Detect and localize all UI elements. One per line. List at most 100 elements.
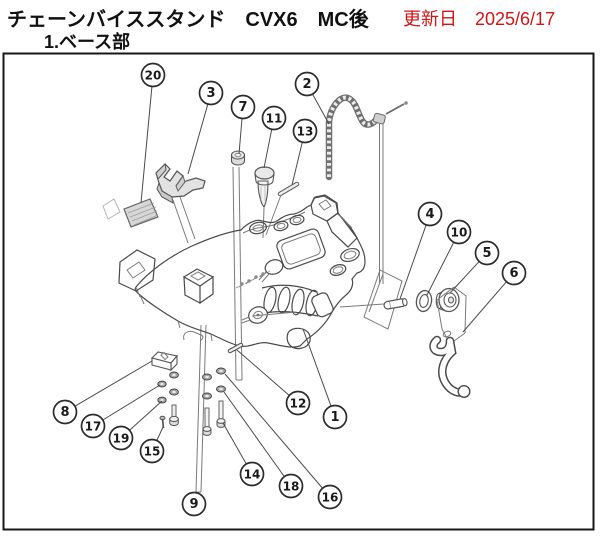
callout-number-4: 4 <box>425 207 434 222</box>
callout-circle-13 <box>292 118 318 144</box>
clevis-pin <box>383 298 408 310</box>
callout-number-14: 14 <box>244 468 261 482</box>
diagram-border <box>2 52 595 531</box>
leader-line-17 <box>102 384 161 421</box>
callout-11: 11 <box>261 105 287 169</box>
leader-line-4 <box>399 224 427 300</box>
callout-16: 16 <box>224 373 343 510</box>
callout-number-12: 12 <box>290 397 307 411</box>
callout-number-11: 11 <box>266 112 283 126</box>
callout-2: 2 <box>294 71 330 125</box>
callout-9: 9 <box>181 491 207 517</box>
callout-number-16: 16 <box>322 491 339 505</box>
band-strip <box>195 166 243 493</box>
leader-line-6 <box>462 281 507 333</box>
roll-pin <box>265 181 300 236</box>
fasteners <box>157 367 226 436</box>
leader-line-16 <box>224 373 323 489</box>
callout-number-1: 1 <box>330 410 339 425</box>
leader-line-12 <box>236 349 290 396</box>
callout-15: 15 <box>139 426 165 464</box>
callout-8: 8 <box>52 360 153 425</box>
leader-line-7 <box>238 118 243 155</box>
lead-screw <box>241 284 334 350</box>
section-title: 1.ベース部 <box>44 32 131 52</box>
callout-3: 3 <box>187 80 224 175</box>
callout-number-15: 15 <box>144 445 161 459</box>
plate-b <box>436 286 467 345</box>
callout-18: 18 <box>223 391 304 499</box>
callout-circle-9 <box>181 491 207 517</box>
callout-circle-4 <box>417 201 443 227</box>
callout-number-18: 18 <box>283 480 300 494</box>
callout-14: 14 <box>222 422 265 487</box>
callout-10: 10 <box>426 219 472 296</box>
small-pin <box>227 342 244 354</box>
callout-7: 7 <box>230 94 256 155</box>
callout-5: 5 <box>449 240 500 294</box>
callout-6: 6 <box>462 260 527 333</box>
callout-20: 20 <box>140 62 166 204</box>
hook <box>429 335 471 399</box>
callout-number-7: 7 <box>238 100 247 115</box>
callout-circle-11 <box>261 105 287 131</box>
leader-line-13 <box>291 142 303 186</box>
main-body <box>118 194 385 350</box>
tiny-screws <box>238 272 265 288</box>
callout-number-2: 2 <box>302 77 311 92</box>
callout-number-20: 20 <box>145 69 162 83</box>
callout-circle-16 <box>317 484 343 510</box>
leader-line-1 <box>302 328 332 407</box>
plate-a <box>363 269 403 330</box>
leader-line-18 <box>223 391 285 477</box>
leader-line-15 <box>156 426 164 441</box>
callout-number-8: 8 <box>60 405 69 420</box>
callout-number-6: 6 <box>509 266 518 281</box>
callout-17: 17 <box>80 384 161 439</box>
leader-line-10 <box>426 242 455 296</box>
washer-ring <box>415 289 433 313</box>
leader-line-19 <box>129 400 163 431</box>
callout-circle-14 <box>239 461 265 487</box>
callout-4: 4 <box>399 201 443 300</box>
callout-number-17: 17 <box>85 420 102 434</box>
callout-circle-1 <box>322 404 348 430</box>
callout-number-19: 19 <box>113 432 130 446</box>
callout-number-3: 3 <box>206 86 215 101</box>
leader-line-11 <box>263 129 273 169</box>
leader-line-20 <box>140 86 153 204</box>
leader-line-3 <box>187 103 209 175</box>
callout-circle-3 <box>198 80 224 106</box>
callout-number-13: 13 <box>297 125 314 139</box>
label-sticker <box>102 198 159 228</box>
callout-number-9: 9 <box>189 497 198 512</box>
plunger <box>254 166 275 239</box>
callout-13: 13 <box>291 118 318 186</box>
clamp-bracket <box>150 330 204 372</box>
callout-circle-8 <box>52 399 78 425</box>
leader-line-8 <box>74 360 153 407</box>
bushing <box>230 150 246 166</box>
callout-circle-15 <box>139 438 165 464</box>
callout-circle-10 <box>446 219 472 245</box>
callout-1: 1 <box>302 328 348 430</box>
leader-line-5 <box>449 261 480 294</box>
chain <box>325 94 408 284</box>
callout-circle-12 <box>285 390 311 416</box>
callout-circle-7 <box>230 94 256 120</box>
fork-bracket <box>155 162 206 244</box>
callout-circle-6 <box>501 260 527 286</box>
callout-number-10: 10 <box>451 226 468 240</box>
callout-19: 19 <box>108 400 163 451</box>
callout-12: 12 <box>236 349 311 416</box>
leader-line-14 <box>222 422 247 465</box>
callout-circle-18 <box>278 473 304 499</box>
page-title: チェーンバイススタンド CVX6 MC後 <box>7 9 369 31</box>
callout-number-5: 5 <box>482 246 491 261</box>
callout-circle-17 <box>80 413 106 439</box>
callout-circle-20 <box>140 62 166 88</box>
update-info: 更新日 2025/6/17 <box>403 9 556 29</box>
